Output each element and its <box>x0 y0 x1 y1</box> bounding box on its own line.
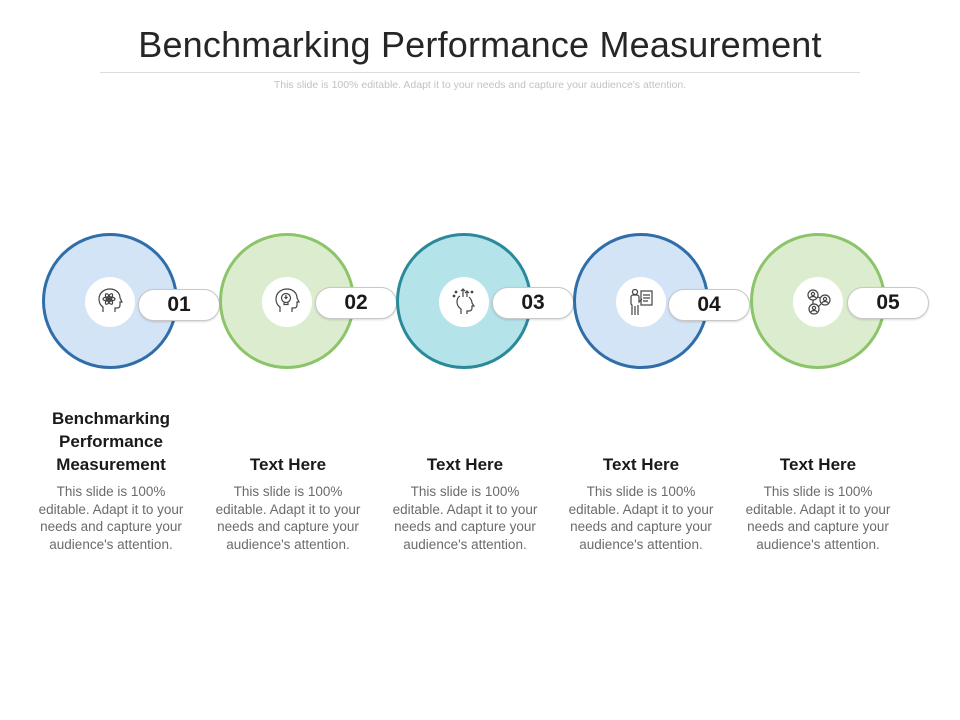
atom-head-icon <box>85 277 135 327</box>
step-heading: Text Here <box>249 455 327 474</box>
idea-head-icon <box>262 277 312 327</box>
step-heading: Benchmarking Performance Measurement <box>51 409 171 474</box>
step-number-pill: 05 <box>847 287 929 319</box>
step-number-pill: 04 <box>668 289 750 321</box>
step-number-pill: 02 <box>315 287 397 319</box>
slide-title: Benchmarking Performance Measurement <box>138 24 822 65</box>
slide-subtitle: This slide is 100% editable. Adapt it to… <box>273 79 687 91</box>
presenter-board-icon <box>616 277 666 327</box>
team-network-icon <box>793 277 843 327</box>
step-number-pill: 01 <box>138 289 220 321</box>
step-description: This slide is 100% editable. Adapt it to… <box>392 484 538 552</box>
step-description: This slide is 100% editable. Adapt it to… <box>38 484 184 552</box>
title-divider <box>100 72 860 73</box>
step-description: This slide is 100% editable. Adapt it to… <box>568 484 714 552</box>
step-heading: Text Here <box>779 455 857 474</box>
step-heading: Text Here <box>426 455 504 474</box>
step-heading: Text Here <box>602 455 680 474</box>
step-description: This slide is 100% editable. Adapt it to… <box>215 484 361 552</box>
step-number-pill: 03 <box>492 287 574 319</box>
step-description: This slide is 100% editable. Adapt it to… <box>745 484 891 552</box>
growth-head-icon <box>439 277 489 327</box>
